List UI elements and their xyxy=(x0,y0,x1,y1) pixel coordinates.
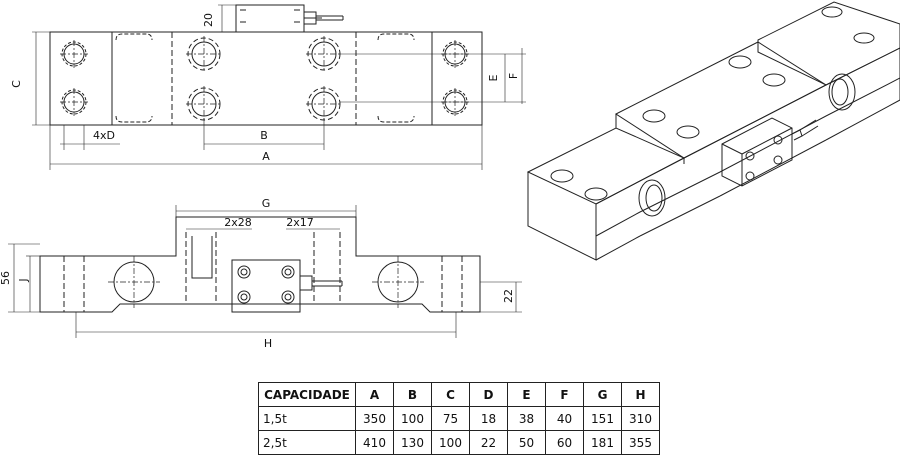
load-cell-drawing: C 20 E F 4xD B A G 2x28 2x17 56 J 22 H xyxy=(0,1,900,350)
table-cell: 100 xyxy=(431,430,470,455)
table-row: 2,5t 410 130 100 22 50 60 181 355 xyxy=(258,430,660,455)
table-cell: 310 xyxy=(621,406,660,431)
table-cell: 355 xyxy=(621,430,660,455)
table-cell: 75 xyxy=(431,406,470,431)
table-cell: 60 xyxy=(545,430,584,455)
label-h: H xyxy=(264,337,272,350)
label-20: 20 xyxy=(202,13,215,27)
table-cell: 100 xyxy=(393,406,432,431)
table-row: 1,5t 350 100 75 18 38 40 151 310 xyxy=(258,406,660,431)
header-e: E xyxy=(507,382,546,407)
label-b: B xyxy=(260,129,268,142)
header-d: D xyxy=(469,382,508,407)
table-cell: 410 xyxy=(355,430,394,455)
table-cell: 22 xyxy=(469,430,508,455)
label-f: F xyxy=(507,73,520,79)
header-h: H xyxy=(621,382,660,407)
label-g: G xyxy=(262,197,271,210)
table-cell: 151 xyxy=(583,406,622,431)
header-a: A xyxy=(355,382,394,407)
label-j: J xyxy=(17,278,30,282)
table-cell: 181 xyxy=(583,430,622,455)
capacity-table: CAPACIDADE A B C D E F G H 1,5t 350 100 … xyxy=(258,382,660,455)
table-cell: 40 xyxy=(545,406,584,431)
top-view xyxy=(32,4,526,170)
header-f: F xyxy=(545,382,584,407)
label-a: A xyxy=(262,150,270,163)
table-cell: 2,5t xyxy=(258,430,356,455)
table-cell: 350 xyxy=(355,406,394,431)
label-e: E xyxy=(487,74,500,81)
table-cell: 1,5t xyxy=(258,406,356,431)
header-g: G xyxy=(583,382,622,407)
isometric-view xyxy=(526,1,900,261)
table-cell: 18 xyxy=(469,406,508,431)
label-4xd: 4xD xyxy=(93,129,115,142)
table-header-row: CAPACIDADE A B C D E F G H xyxy=(258,382,660,407)
table-cell: 130 xyxy=(393,430,432,455)
side-view xyxy=(8,205,522,338)
label-c: C xyxy=(10,80,23,88)
table-cell: 50 xyxy=(507,430,546,455)
header-b: B xyxy=(393,382,432,407)
label-2x28: 2x28 xyxy=(224,216,252,229)
label-2x17: 2x17 xyxy=(286,216,314,229)
header-c: C xyxy=(431,382,470,407)
label-56: 56 xyxy=(0,271,12,285)
label-22: 22 xyxy=(502,289,515,303)
header-capacidade: CAPACIDADE xyxy=(258,382,356,407)
table-cell: 38 xyxy=(507,406,546,431)
